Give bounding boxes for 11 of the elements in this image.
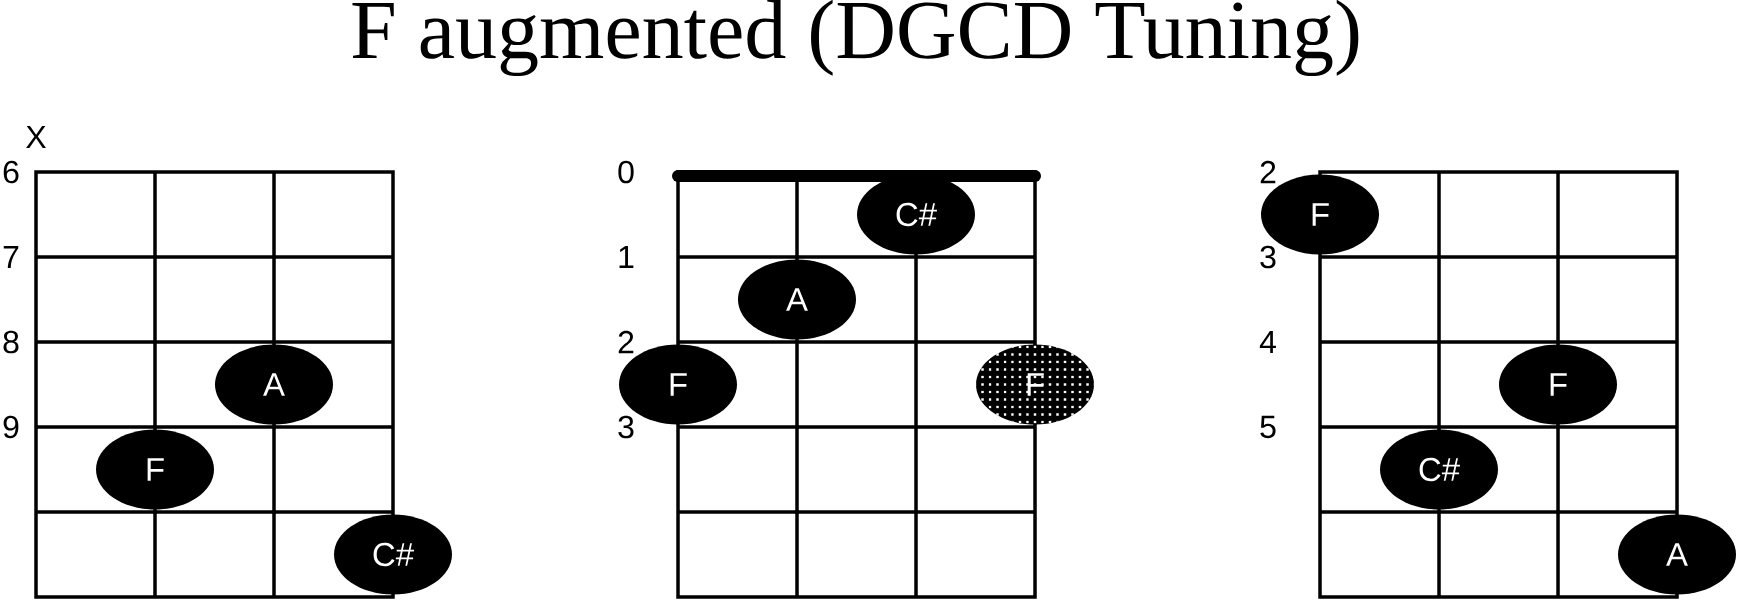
fret-number: 9	[3, 415, 19, 439]
fret-number: 4	[1259, 331, 1276, 353]
title: F augmented (DGCD Tuning)	[352, 0, 1359, 77]
fret-number: 7	[3, 246, 19, 268]
fret-number: 5	[1260, 415, 1276, 439]
fret-number: 8	[3, 330, 19, 354]
string-mark: X	[26, 126, 46, 148]
fret-number: 1	[619, 246, 634, 268]
node-label: C#	[896, 202, 937, 227]
fret-number: 0	[618, 160, 634, 184]
fret-number: 6	[3, 160, 19, 184]
